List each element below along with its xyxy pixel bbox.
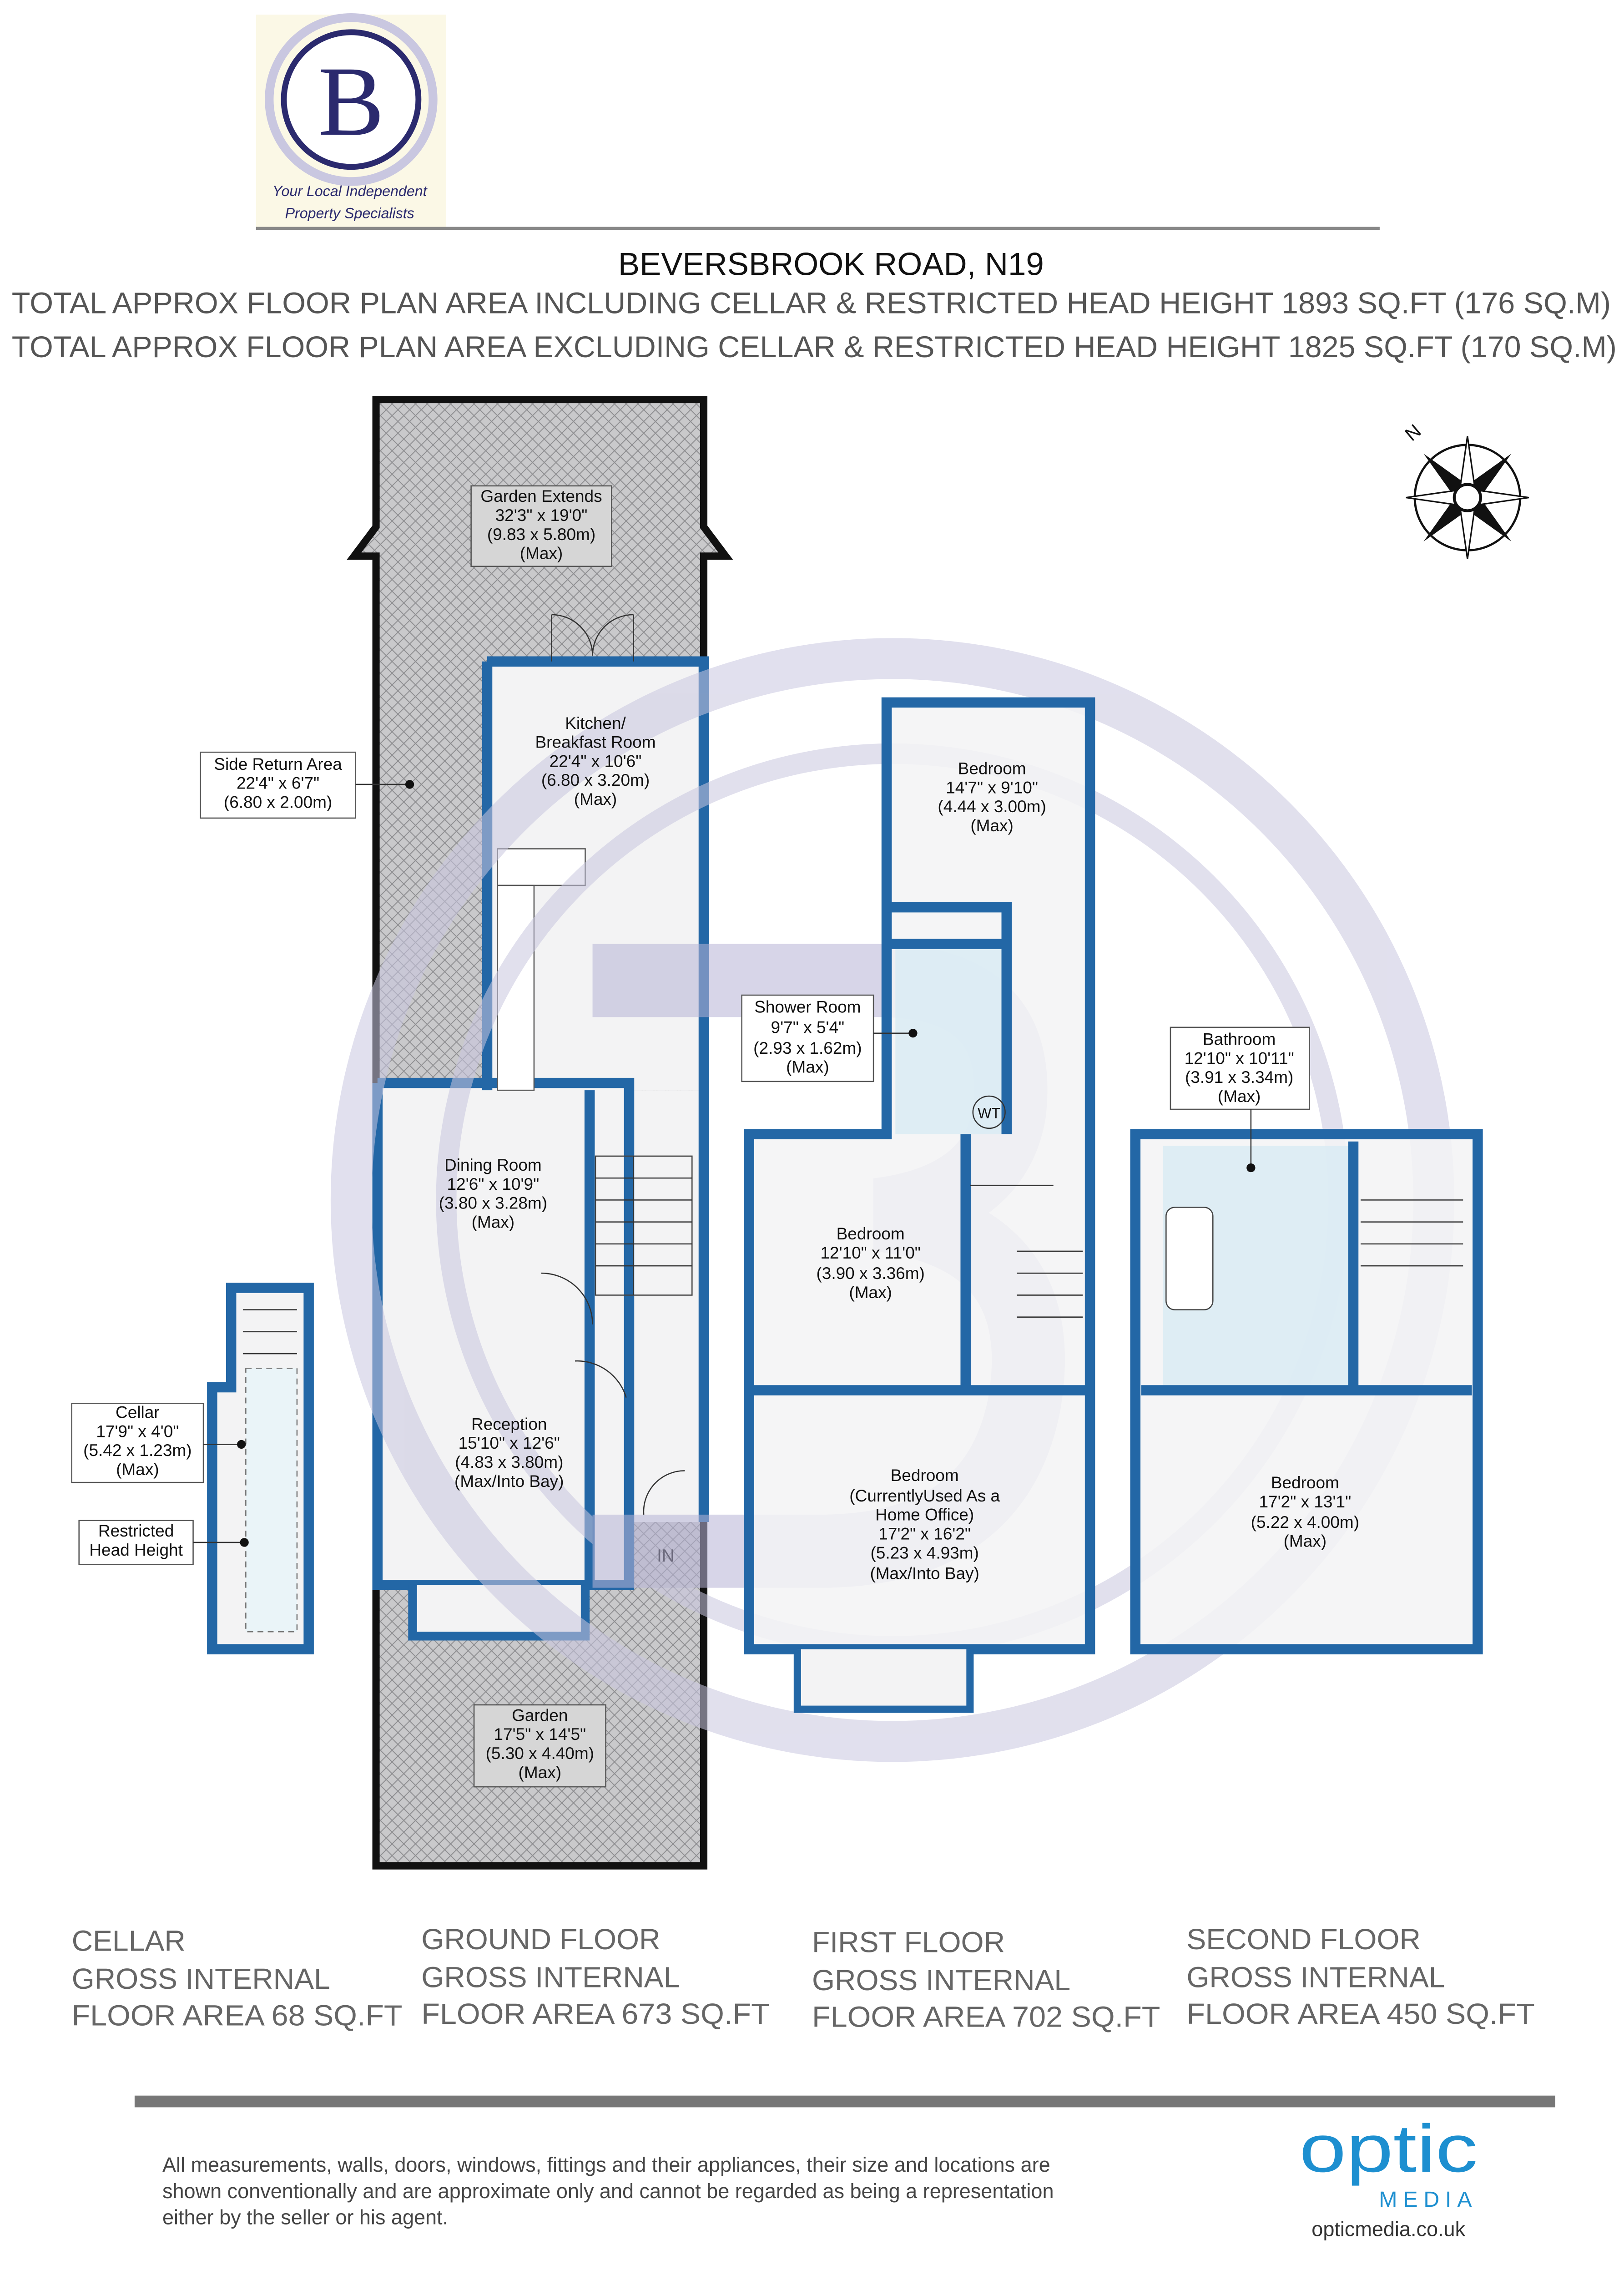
water-tank-label: WT [978,1105,1000,1121]
compass-north-label: N [1401,420,1425,445]
svg-text:MEDIA: MEDIA [1379,2187,1478,2212]
svg-text:All measurements, walls, doors: All measurements, walls, doors, windows,… [162,2153,1054,2229]
logo-letter: B [318,46,384,157]
cellar-plan [207,1283,314,1655]
page-title: BEVERSBROOK ROAD, N19 [618,246,1044,282]
logo-tagline: Property Specialists [285,205,414,221]
subtitle-excluding: TOTAL APPROX FLOOR PLAN AREA EXCLUDING C… [12,330,1617,364]
logo-tagline: Your Local Independent [272,183,428,199]
ground-floor-plan: IN [347,396,733,1870]
first-floor-plan: WT [744,697,1095,1713]
subtitle-including: TOTAL APPROX FLOOR PLAN AREA INCLUDING C… [12,286,1611,319]
header-divider [256,227,1380,230]
second-floor-plan [1130,1129,1483,1655]
disclaimer: All measurements, walls, doors, windows,… [162,2153,1054,2229]
footer-divider [134,2095,1555,2108]
compass-rose-icon: N [1401,420,1529,559]
optic-media-logo: optic MEDIA [1299,2111,1478,2212]
optic-media-url[interactable]: opticmedia.co.uk [1311,2217,1465,2240]
svg-text:optic: optic [1299,2111,1478,2186]
agency-logo: B Your Local Independent Property Specia… [256,13,446,227]
